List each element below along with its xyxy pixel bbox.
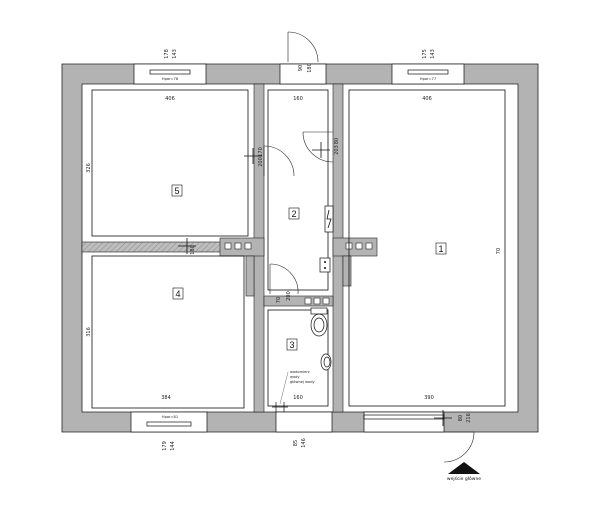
win-bottom-left-dim-2: 144 xyxy=(170,441,176,451)
room-number-1: 1 xyxy=(438,244,443,254)
win-bottom-center-dim-2: 146 xyxy=(301,438,307,448)
win-top-left-dim-1: 178 xyxy=(164,49,170,59)
entrance-arrow-icon xyxy=(448,462,480,474)
door-swings xyxy=(263,31,475,463)
dim-door-bath2: 70 xyxy=(276,297,282,303)
sink-icon xyxy=(320,353,332,371)
dim-door-right2: 80 xyxy=(334,138,340,144)
interior-walls xyxy=(81,83,378,413)
water-note-line-3: głównej wody xyxy=(290,380,315,384)
outer-walls xyxy=(61,63,539,433)
win-top-center-dim-2: 180 xyxy=(307,63,313,73)
win-top-right-dim-2: 143 xyxy=(430,49,436,59)
dim-wall-1-right2: 80 xyxy=(458,415,464,421)
win-top-right-label: Hpar=77 xyxy=(420,77,436,81)
dim-r4-width: 384 xyxy=(161,395,171,401)
socket-icon xyxy=(319,257,331,273)
dim-r5-width: 406 xyxy=(165,96,175,102)
water-meter-icon xyxy=(272,402,288,412)
win-bottom-center-dim-1: 85 xyxy=(293,440,299,446)
dim-wall-1-right: 216 xyxy=(466,413,472,423)
dim-wall-5-4: 180 xyxy=(190,245,196,255)
win-top-left-dim-2: 143 xyxy=(172,49,178,59)
win-bottom-left-dim-1: 179 xyxy=(162,441,168,451)
win-top-center-dim-1: 90 xyxy=(298,65,304,71)
dim-r1-width-top: 406 xyxy=(422,96,432,102)
dim-door-upper: 200 xyxy=(258,157,264,167)
entrance-caption: wejście główne xyxy=(447,475,481,482)
dim-r3-width: 160 xyxy=(293,395,303,401)
win-top-right-dim-1: 175 xyxy=(422,49,428,59)
win-bottom-left-label: Hpar=81 xyxy=(162,415,178,419)
room-number-2: 2 xyxy=(291,209,296,219)
dim-r1-width-bottom: 390 xyxy=(424,395,434,401)
toilet-icon xyxy=(310,307,328,337)
windows xyxy=(130,63,465,433)
dim-r2-width: 160 xyxy=(293,96,303,102)
dim-door-upper2: 170 xyxy=(258,147,264,157)
room-number-4: 4 xyxy=(175,289,180,299)
water-note-line-2: wody xyxy=(290,375,300,379)
switch-marks xyxy=(178,142,452,426)
room-dimensions: 406 326 384 316 406 390 70 160 160 200 1… xyxy=(86,96,502,423)
electric-panel-icon xyxy=(324,205,334,233)
win-top-left-label: Hpar=78 xyxy=(162,77,179,81)
room-number-5: 5 xyxy=(174,186,179,196)
water-note-line-1: wodomierz xyxy=(290,370,310,374)
dim-r4-height: 316 xyxy=(86,327,92,337)
room-number-3: 3 xyxy=(289,340,294,350)
dim-door-bath: 200 xyxy=(286,291,292,301)
annotations: wodomierz wody głównej wody wejście głów… xyxy=(279,370,481,482)
dim-door-right: 203 xyxy=(334,145,340,155)
window-dimensions: 178 143 Hpar=78 90 180 175 143 Hpar=77 1… xyxy=(162,49,436,451)
room-labels: 5 4 2 3 1 xyxy=(171,184,447,351)
dim-r5-height: 326 xyxy=(86,163,92,173)
dim-r1-height: 70 xyxy=(496,248,502,254)
